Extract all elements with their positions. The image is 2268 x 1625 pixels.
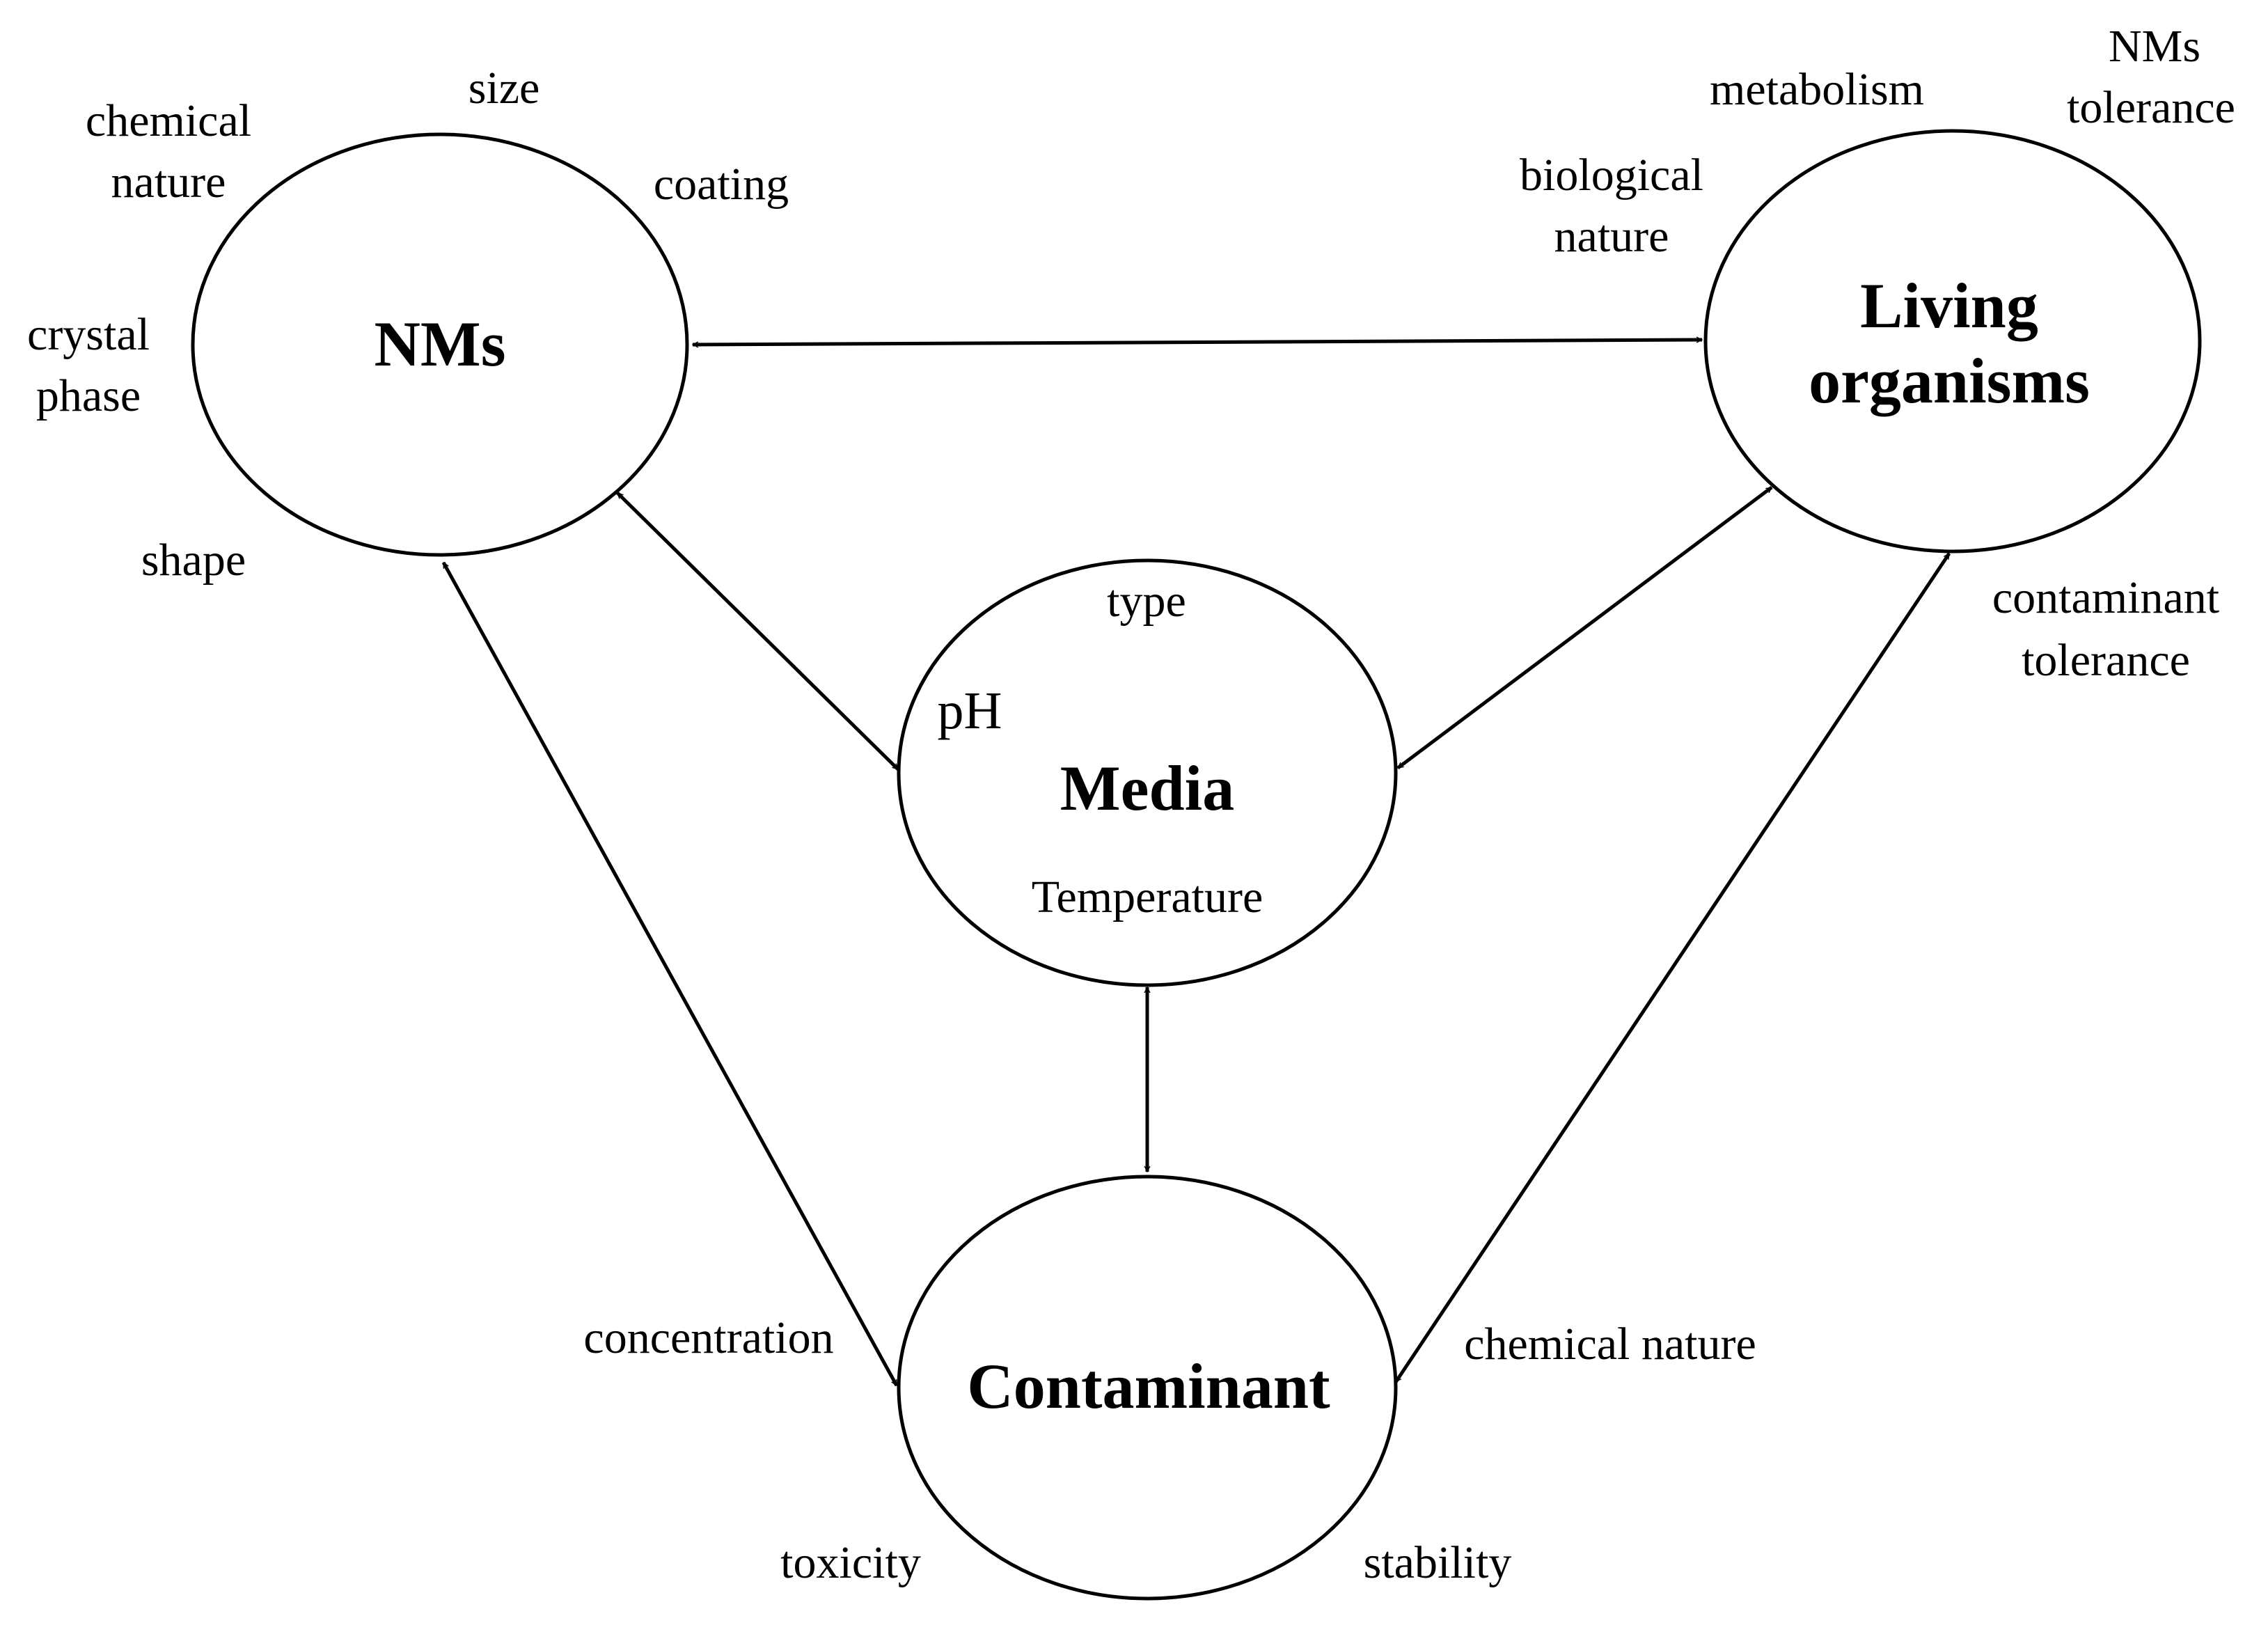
nms-attr-chemical-nature-line1: chemical: [86, 95, 251, 146]
living-attr-biological-nature-line2: nature: [1554, 211, 1669, 262]
media-attr-type: type: [1107, 576, 1186, 627]
media-title: Media: [1060, 753, 1234, 824]
living-organisms-attributes: metabolism NMs tolerance biological natu…: [1520, 21, 2235, 686]
nms-attr-size: size: [468, 63, 540, 113]
connections: [441, 340, 1951, 1385]
contaminant-attr-concentration: concentration: [583, 1312, 833, 1363]
living-organisms-title-line2: organisms: [1809, 345, 2090, 416]
living-attr-biological-nature-line1: biological: [1520, 150, 1703, 201]
node-nms: [191, 132, 689, 557]
arrow-nms-media: [616, 492, 899, 771]
nms-attr-crystal-phase-line2: phase: [36, 370, 141, 421]
contaminant-attr-toxicity: toxicity: [780, 1537, 921, 1588]
node-media: [897, 558, 1398, 987]
living-attr-nms-tolerance-line1: NMs: [2109, 21, 2200, 72]
media-attributes: type pH Temperature: [938, 576, 1263, 923]
arrow-living-media: [1396, 486, 1773, 769]
nms-attr-shape: shape: [141, 535, 246, 586]
nms-attr-coating: coating: [654, 159, 789, 210]
living-attr-nms-tolerance-line2: tolerance: [2067, 82, 2235, 133]
living-attr-metabolism: metabolism: [1710, 64, 1924, 115]
node-living-organisms: [1703, 129, 2202, 554]
nms-attributes: chemical nature size coating crystal pha…: [27, 63, 789, 586]
node-contaminant: [897, 1175, 1398, 1601]
nms-attr-chemical-nature-line2: nature: [111, 157, 226, 207]
living-organisms-title-line1: Living: [1860, 270, 2038, 341]
nms-attr-crystal-phase-line1: crystal: [27, 309, 150, 360]
arrow-nms-living: [693, 340, 1702, 345]
contaminant-attr-chemical-nature: chemical nature: [1464, 1319, 1756, 1369]
contaminant-title: Contaminant: [967, 1351, 1330, 1422]
arrow-nms-contaminant: [441, 563, 899, 1385]
contaminant-attr-stability: stability: [1364, 1537, 1512, 1588]
nms-title: NMs: [374, 308, 505, 379]
media-attr-temperature: Temperature: [1032, 872, 1263, 923]
media-attr-ph: pH: [938, 682, 1002, 740]
living-attr-contaminant-tolerance-line1: contaminant: [1992, 572, 2219, 623]
living-attr-contaminant-tolerance-line2: tolerance: [2022, 635, 2190, 686]
arrow-living-contaminant: [1394, 552, 1951, 1383]
contaminant-attributes: concentration chemical nature toxicity s…: [583, 1312, 1756, 1588]
